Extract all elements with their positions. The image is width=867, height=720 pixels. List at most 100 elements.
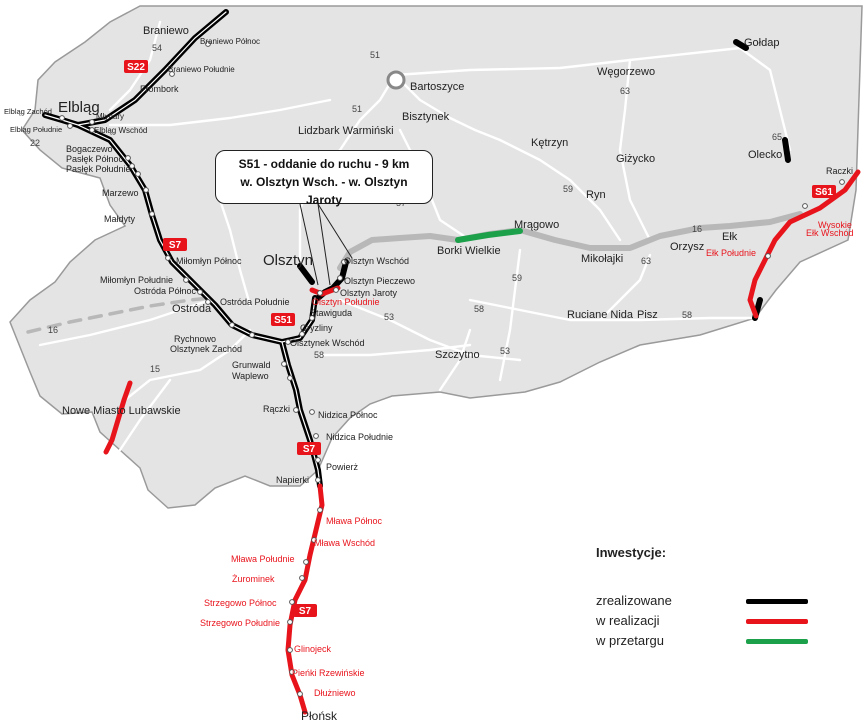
label-borki: Borki Wielkie (437, 245, 501, 257)
road-number-51b: 51 (352, 104, 362, 114)
node-rychnowo (229, 322, 235, 328)
node-label-marzewo: Marzewo (102, 188, 139, 198)
road-number-16b: 16 (48, 325, 58, 335)
node-olsztyn-pieczewo (337, 275, 343, 281)
node-mlynary (89, 119, 95, 125)
node-wysokie (839, 179, 845, 185)
border-crossing-icon (386, 70, 406, 90)
node-label-ostroda-pn: Ostróda Północ (134, 286, 197, 296)
label-ruciane: Ruciane Nida (567, 309, 634, 321)
label-braniewo: Braniewo (143, 25, 189, 37)
node-grunwald (281, 361, 287, 367)
label-pisz: Pisz (637, 309, 658, 321)
node-label-elblag-wsch: Elbląg Wschód (94, 126, 147, 135)
node-powierz (315, 457, 321, 463)
node-label-raczki: Rączki (263, 404, 290, 414)
node-label-olsztyn-jaroty: Olsztyn Jaroty (340, 288, 398, 298)
node-pienki (289, 669, 295, 675)
minor-roads (38, 20, 792, 452)
node-label-zurominek: Żurominek (232, 574, 275, 584)
legend-swatch-in-progress (746, 619, 808, 624)
node-dluzniewo (297, 691, 303, 697)
label-bisztynek: Bisztynek (402, 111, 450, 123)
node-elblag-zach (59, 115, 65, 121)
node-label-gryzliny: Gryzliny (300, 323, 333, 333)
s22-shield (124, 60, 148, 73)
borki-mragowo-tender-route (455, 228, 523, 243)
road-number-22: 22 (30, 138, 40, 148)
label-ostroda: Ostróda (172, 303, 212, 315)
node-olsztyn-wsch (341, 259, 347, 265)
node-napierki (315, 477, 321, 483)
node-label-olsztyn-pd: Olsztyn Południe (312, 297, 380, 307)
node-milomlyn-pd (183, 277, 189, 283)
node-label-braniewo-pd: Braniewo Południe (168, 65, 235, 74)
legend-title: Inwestycje: (596, 545, 667, 560)
legend-swatch-realized (746, 599, 808, 604)
s51-shield (271, 313, 295, 326)
s7-north-shield (163, 238, 187, 251)
node-label-wysokie: Wysokie (818, 220, 852, 230)
node-label-mlynary: Młynary (96, 112, 124, 121)
node-elblag-pd (67, 123, 73, 129)
in-progress-expressways (103, 169, 861, 715)
node-label-stawiguda: Stawiguda (310, 308, 352, 318)
node-label-waplewo: Waplewo (232, 371, 269, 381)
label-plonsk: Płońsk (301, 709, 338, 720)
label-olecko: Olecko (748, 149, 782, 161)
node-elk-pd (765, 253, 771, 259)
node-label-mlawa-pn: Mława Północ (326, 516, 383, 526)
node-label-milomlyn-pn: Miłomłyn Północ (176, 256, 242, 266)
city-bartoszyce: Bartoszyce (410, 81, 464, 93)
node-label-bogaczewo: Bogaczewo (66, 144, 113, 154)
node-label-mlawa-wsch: Mława Wschód (314, 538, 375, 548)
node-olsztyn-jaroty (333, 287, 339, 293)
label-orzysz: Orzysz (670, 241, 704, 253)
node-label-elblag-pd: Elbląg Południe (10, 125, 62, 134)
node-label-olsztynek-zach: Olsztynek Zachód (170, 344, 242, 354)
node-label-strzegowo-pd: Strzegowo Południe (200, 618, 280, 628)
node-glinojeck (287, 647, 293, 653)
node-maldyty (149, 211, 155, 217)
s7-masovia-shield-label: S7 (299, 606, 312, 617)
legend-label-realized: zrealizowane (596, 593, 672, 608)
callout-line-2: w. Olsztyn Wsch. - w. Olsztyn Jaroty (240, 175, 408, 207)
callout-pointer-line (299, 203, 319, 286)
node-label-elblag-zach: Elbląg Zachód (4, 107, 52, 116)
legend-label-tender: w przetargu (596, 633, 664, 648)
s61-shield-label: S61 (815, 187, 833, 198)
node-stawiguda (309, 315, 315, 321)
node-label-powierz: Powierż (326, 462, 359, 472)
road-number-53a: 53 (384, 312, 394, 322)
road-number-58a: 58 (474, 304, 484, 314)
node-label-dluzniewo: Dłużniewo (314, 688, 356, 698)
s61-shield (812, 185, 836, 198)
node-label-elk-pd: Ełk Południe (706, 248, 756, 258)
city-goldap: Gołdap (744, 37, 779, 49)
node-label-nidzica-pd: Nidzica Południe (326, 432, 393, 442)
road-number-54: 54 (152, 43, 162, 53)
node-label-pienki: Pieńki Rzewińskie (292, 668, 365, 678)
node-label-paslek-pn: Pasłęk Północ (66, 154, 124, 164)
legend-swatch-tender (746, 639, 808, 644)
node-label-nidzica-pn: Nidzica Północ (318, 410, 378, 420)
label-nowe-miasto: Nowe Miasto Lubawskie (62, 405, 181, 417)
node-mlawa-pn (317, 507, 323, 513)
s22-shield-label: S22 (127, 62, 145, 73)
legend: Inwestycje: zrealizowane w realizacji w … (596, 545, 846, 655)
road-number-59a: 59 (563, 184, 573, 194)
label-mragowo: Mrągowo (514, 219, 559, 231)
road-number-63a: 63 (620, 86, 630, 96)
label-mikolajki: Mikołajki (581, 253, 623, 265)
node-strzegowo-pd (287, 619, 293, 625)
node-label-ostroda-pd: Ostróda Południe (220, 297, 290, 307)
label-lidzbark: Lidzbark Warmiński (298, 125, 394, 137)
node-nidzica-pd (313, 433, 319, 439)
s51-shield-label: S51 (274, 315, 292, 326)
node-label-milomlyn-pd: Miłomłyn Południe (100, 275, 173, 285)
callout-line-1: S51 - oddanie do ruchu - 9 km (238, 157, 410, 171)
road-number-59b: 59 (512, 273, 522, 283)
s16-planned-route (337, 211, 803, 271)
